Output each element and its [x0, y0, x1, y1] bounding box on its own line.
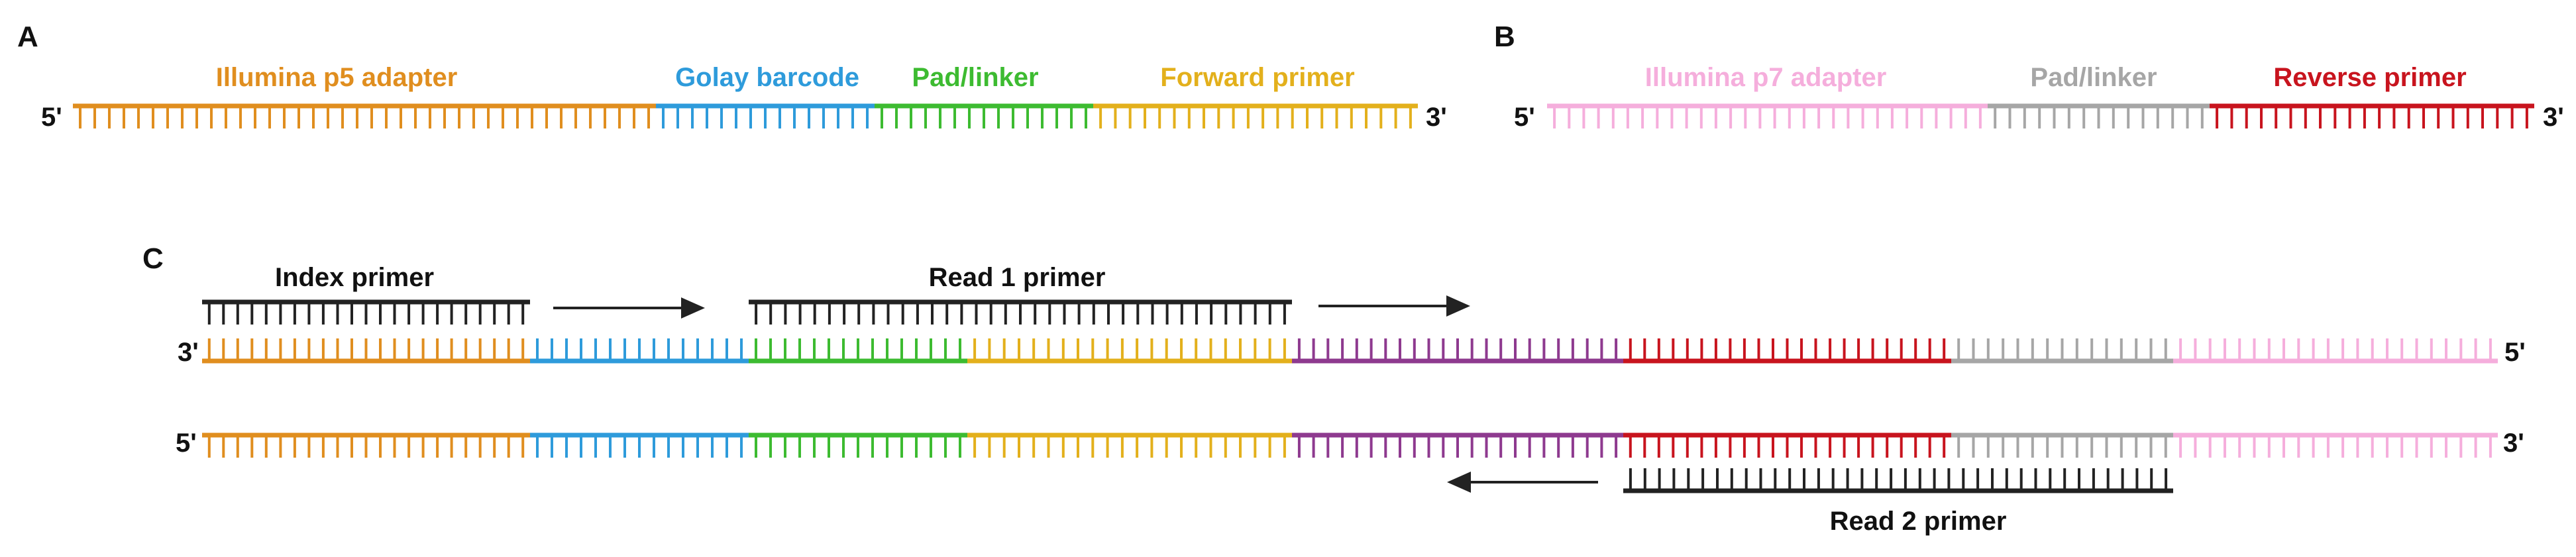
- bottom-segment-pad-linker: [749, 432, 967, 458]
- five-prime-end-top: 5': [2504, 338, 2526, 367]
- strand-reverse-construct: [1547, 103, 2534, 128]
- segment-forward-primer: [1093, 103, 1418, 128]
- segment-pad-linker: [1988, 103, 2210, 128]
- label-forward-primer: Forward primer: [1160, 63, 1354, 92]
- segment-p5-adapter: [73, 103, 656, 128]
- label-pad-linker-a: Pad/linker: [912, 63, 1038, 92]
- label-golay-barcode: Golay barcode: [675, 63, 859, 92]
- read2-primer-strand: [1623, 468, 2173, 493]
- index-primer-strand: [202, 299, 530, 325]
- panel-b-letter: B: [1494, 21, 1515, 53]
- read1-primer-strand: [749, 299, 1292, 325]
- bottom-segment-forward-primer: [967, 432, 1292, 458]
- three-prime-end-bottom: 3': [2503, 429, 2524, 458]
- five-prime-end-bottom: 5': [176, 429, 197, 458]
- top-segment-golay-barcode: [530, 338, 749, 364]
- segment-p7-adapter: [1547, 103, 1988, 128]
- top-segment-forward-primer: [967, 338, 1292, 364]
- panel-c: C Index primer Read 1 primer Read 2 prim…: [142, 242, 2526, 536]
- label-pad-linker-b: Pad/linker: [2030, 63, 2157, 92]
- three-prime-end-top: 3': [178, 338, 199, 367]
- label-read1-primer: Read 1 primer: [929, 263, 1106, 292]
- five-prime-end-a: 5': [41, 103, 62, 132]
- top-segment-p7-adapter: [2173, 338, 2498, 364]
- bottom-segment-target-insert: [1292, 432, 1623, 458]
- three-prime-end-b: 3': [2543, 103, 2564, 132]
- top-segment-target-insert: [1292, 338, 1623, 364]
- top-strand: [202, 338, 2498, 364]
- top-segment-pad-linker: [749, 338, 967, 364]
- label-index-primer: Index primer: [275, 263, 434, 292]
- label-illumina-p5-adapter: Illumina p5 adapter: [216, 63, 458, 92]
- panel-c-letter: C: [142, 242, 164, 275]
- bottom-strand: [202, 432, 2498, 458]
- panel-a-letter: A: [17, 21, 38, 53]
- bottom-segment-golay-barcode: [530, 432, 749, 458]
- label-reverse-primer: Reverse primer: [2273, 63, 2466, 92]
- label-illumina-p7-adapter: Illumina p7 adapter: [1645, 63, 1887, 92]
- segment-pad-linker: [875, 103, 1093, 128]
- top-segment-p5-adapter: [202, 338, 530, 364]
- top-segment-reverse-primer: [1623, 338, 1951, 364]
- bottom-segment-pad-linker-2: [1951, 432, 2173, 458]
- three-prime-end-a: 3': [1426, 103, 1447, 132]
- panel-a: A Illumina p5 adapter Golay barcode Pad/…: [17, 21, 1447, 132]
- bottom-segment-p5-adapter: [202, 432, 530, 458]
- bottom-segment-p7-adapter: [2173, 432, 2498, 458]
- label-read2-primer: Read 2 primer: [1830, 507, 2007, 536]
- bottom-segment-reverse-primer: [1623, 432, 1951, 458]
- strand-forward-construct: [73, 103, 1418, 128]
- segment-reverse-primer: [2210, 103, 2534, 128]
- five-prime-end-b: 5': [1514, 103, 1535, 132]
- segment-golay-barcode: [656, 103, 875, 128]
- top-segment-pad-linker-2: [1951, 338, 2173, 364]
- panel-b: B Illumina p7 adapter Pad/linker Reverse…: [1494, 21, 2564, 132]
